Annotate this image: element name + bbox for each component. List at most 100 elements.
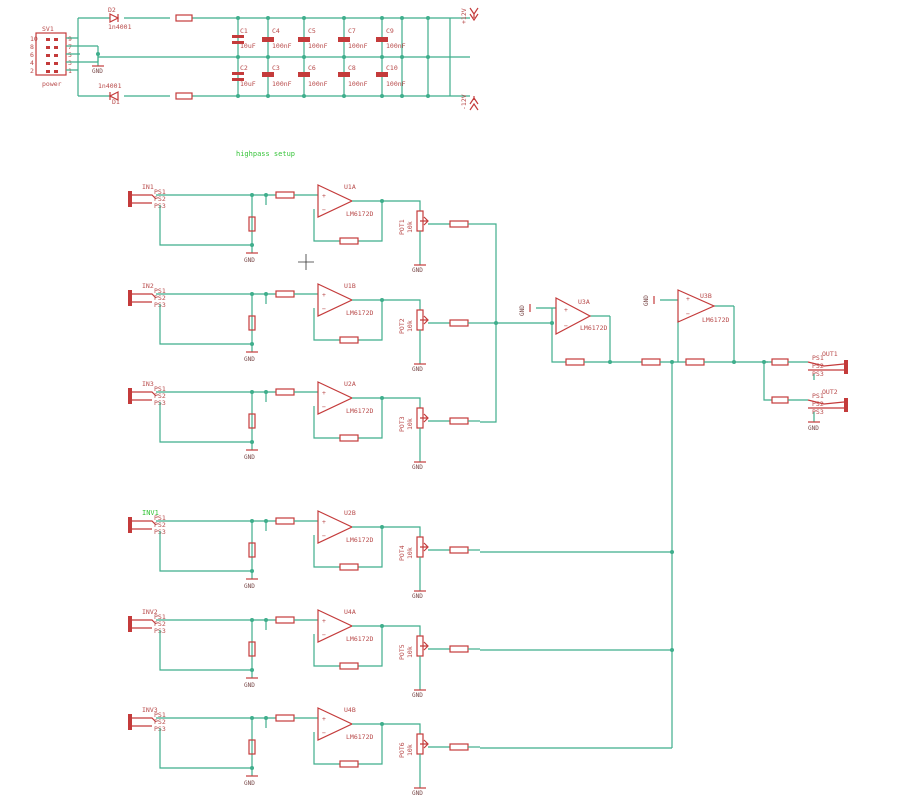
cap-value: 100nF <box>272 42 292 50</box>
svg-text:+: + <box>322 617 326 625</box>
opamp-symbol[interactable] <box>317 184 354 218</box>
cap-value: 100nF <box>308 80 328 88</box>
svg-text:−: − <box>322 206 326 214</box>
opamp-part: LM6172D <box>346 536 373 544</box>
pin-label: 4 <box>30 59 34 67</box>
svg-text:+: + <box>564 306 568 314</box>
opamp-part: LM6172D <box>346 407 373 415</box>
pin-label: PS3 <box>812 370 824 378</box>
opamp-symbol[interactable] <box>317 609 354 643</box>
gnd-label: GND <box>412 790 423 797</box>
svg-text:−: − <box>322 729 326 737</box>
opamp-symbol[interactable] <box>317 283 354 317</box>
input-jack[interactable] <box>128 191 132 207</box>
pin-label: 7 <box>68 43 72 51</box>
rail-label: -12V <box>460 94 468 110</box>
input-jack[interactable] <box>128 517 132 533</box>
input-jack-label: INV3 <box>142 706 158 714</box>
svg-text:−: − <box>686 310 690 318</box>
gnd-label: GND <box>244 257 255 264</box>
cap-label: C5 <box>308 27 316 35</box>
cap-label: C4 <box>272 27 280 35</box>
opamp-symbol[interactable] <box>555 297 592 335</box>
pot-value: 10k <box>406 646 414 658</box>
cap-label: C9 <box>386 27 394 35</box>
page-title: highpass setup <box>236 150 295 158</box>
svg-text:−: − <box>322 631 326 639</box>
pin-label: 1 <box>68 67 72 75</box>
cap-label: C1 <box>240 27 248 35</box>
gnd-label: GND <box>244 356 255 363</box>
pin-label: 8 <box>30 43 34 51</box>
opamp-symbol[interactable] <box>317 707 354 741</box>
input-jack[interactable] <box>128 616 132 632</box>
input-jack-label: INV2 <box>142 608 158 616</box>
pot-label: POT2 <box>398 318 406 334</box>
cap-value: 10uF <box>240 42 256 50</box>
svg-text:+: + <box>322 715 326 723</box>
pin-label: PS2 <box>154 294 166 302</box>
pin-label: PS1 <box>154 188 166 196</box>
pin-label: PS3 <box>812 408 824 416</box>
pin-label: PS1 <box>154 287 166 295</box>
gnd-label: GND <box>412 593 423 600</box>
pot-label: POT6 <box>398 742 406 758</box>
opamp-label: U3A <box>578 298 590 306</box>
opamp-symbol[interactable] <box>677 289 716 323</box>
gnd-label: GND <box>412 464 423 471</box>
input-jack[interactable] <box>128 290 132 306</box>
pot-label: POT4 <box>398 545 406 561</box>
pin-label: PS2 <box>154 195 166 203</box>
output-jack[interactable] <box>844 360 848 374</box>
pin-label: PS2 <box>154 392 166 400</box>
opamp-part: LM6172D <box>346 733 373 741</box>
opamp-part: LM6172D <box>346 210 373 218</box>
pot-value: 10k <box>406 744 414 756</box>
opamp-label: U1B <box>344 282 356 290</box>
cap-label: C3 <box>272 64 280 72</box>
opamp-part: LM6172D <box>346 309 373 317</box>
pin-label: PS2 <box>154 521 166 529</box>
opamp-label: U2A <box>344 380 356 388</box>
gnd-label: GND <box>519 305 526 316</box>
svg-text:+: + <box>322 291 326 299</box>
pin-label: 2 <box>30 67 34 75</box>
pin-label: PS1 <box>154 514 166 522</box>
pin-label: PS1 <box>154 613 166 621</box>
input-jack-label: IN2 <box>142 282 154 290</box>
cap-value: 100nF <box>272 80 292 88</box>
pot-value: 10k <box>406 418 414 430</box>
gnd-label: GND <box>244 780 255 787</box>
pin-label: 9 <box>68 35 72 43</box>
pin-label: PS1 <box>154 385 166 393</box>
pot-label: POT1 <box>398 219 406 235</box>
pin-label: 10 <box>30 35 38 43</box>
svg-text:−: − <box>322 403 326 411</box>
power-section: SV1 10 8 6 4 2 9 7 5 3 1 power GND D2 1n… <box>30 6 479 111</box>
input-jack[interactable] <box>128 714 132 730</box>
input-jack[interactable] <box>128 388 132 404</box>
opamp-symbol[interactable] <box>317 381 354 415</box>
gnd-label: GND <box>244 583 255 590</box>
opamp-label: U4A <box>344 608 356 616</box>
gnd-label: GND <box>643 295 650 306</box>
output-jack[interactable] <box>844 398 848 412</box>
input-jack-label: IN3 <box>142 380 154 388</box>
opamp-part: LM6172D <box>580 324 607 332</box>
pin-label: PS2 <box>154 718 166 726</box>
opamp-symbol[interactable] <box>317 510 354 544</box>
gnd-label: GND <box>412 692 423 699</box>
svg-text:+: + <box>322 192 326 200</box>
connector-label: SV1 <box>42 25 54 33</box>
pin-label: PS2 <box>154 620 166 628</box>
power-connector[interactable] <box>35 32 67 76</box>
svg-text:−: − <box>564 322 568 330</box>
pot-value: 10k <box>406 547 414 559</box>
cap-label: C7 <box>348 27 356 35</box>
gnd-label: GND <box>244 454 255 461</box>
